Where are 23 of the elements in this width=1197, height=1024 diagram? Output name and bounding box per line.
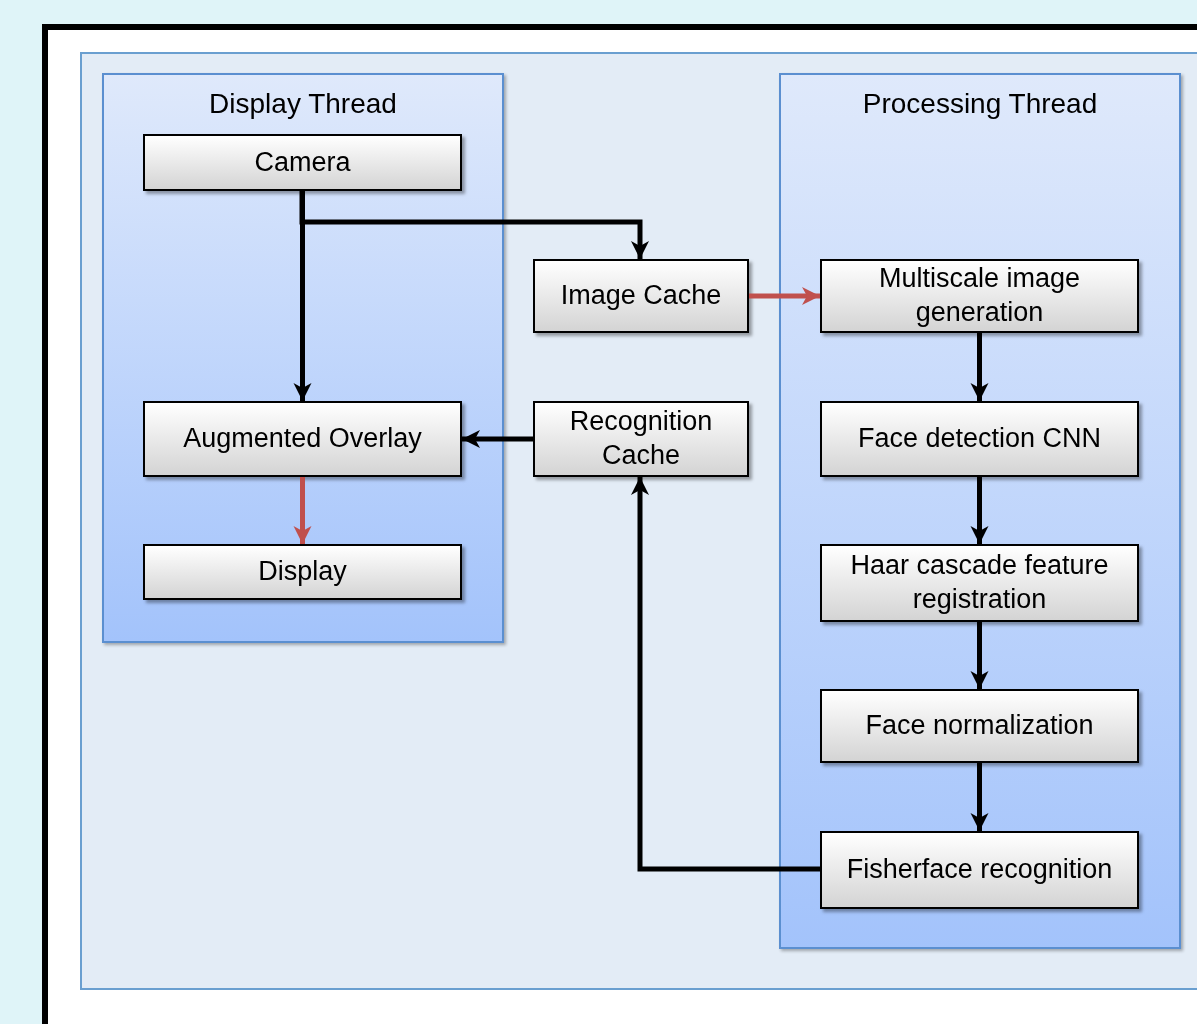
process-box: Haar cascade feature registration — [820, 544, 1139, 622]
process-box: Display — [143, 544, 462, 600]
arrow — [970, 477, 989, 544]
arrow — [462, 430, 533, 448]
arrow — [970, 622, 989, 689]
arrow — [299, 191, 649, 259]
arrow — [970, 763, 989, 831]
arrow — [293, 477, 312, 544]
process-box: Face normalization — [820, 689, 1139, 763]
panel-title: Processing Thread — [861, 87, 1099, 121]
arrow — [631, 477, 820, 872]
process-box: Camera — [143, 134, 462, 191]
thread-panel — [779, 73, 1181, 949]
process-box: Augmented Overlay — [143, 401, 462, 477]
thread-panel — [102, 73, 504, 643]
process-box: Face detection CNN — [820, 401, 1139, 477]
process-box: Image Cache — [533, 259, 749, 333]
process-box: Multiscale image generation — [820, 259, 1139, 333]
process-box: Recognition Cache — [533, 401, 749, 477]
process-box: Fisherface recognition — [820, 831, 1139, 909]
arrow — [749, 287, 820, 305]
panel-title: Display Thread — [208, 87, 398, 121]
arrow — [970, 333, 989, 401]
